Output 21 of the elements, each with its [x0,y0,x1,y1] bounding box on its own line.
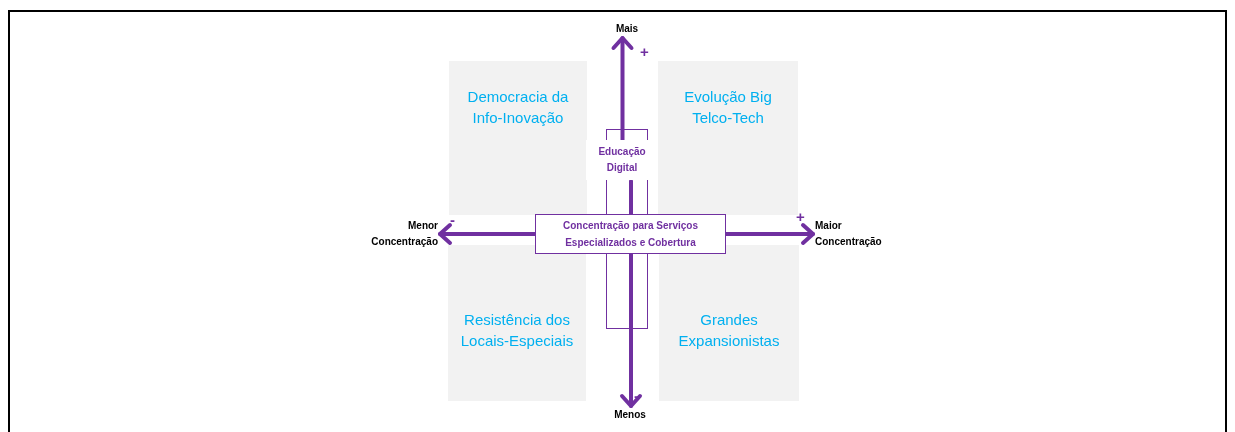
quadrant-box [659,245,799,401]
axis-label: Menos [600,407,660,423]
quadrant-label: Resistência dos Locais-Especiais [459,310,575,351]
box-label: Concentração para Serviços Especializados e Cobertura [561,219,700,250]
arrow [620,252,642,408]
box-label: Educação Digital [597,145,647,175]
center-box [535,214,726,254]
axis-label: Menor Concentração [346,218,438,250]
quadrant-label: Democracia da Info-Inovação [466,87,570,128]
axis-label: Mais [597,21,657,37]
axis-label: Maior Concentração [815,218,907,250]
quadrant-label: Grandes Expansionistas [677,310,781,351]
quadrant-box [658,61,798,215]
quadrant-label: Evolução Big Telco-Tech [683,87,773,128]
arrow [611,36,634,142]
arrow [438,223,537,245]
sign-label: + [796,209,805,224]
arrow [724,223,815,245]
sign-label: + [640,44,649,59]
sign-label: - [450,212,455,227]
quadrant-box [449,61,587,215]
